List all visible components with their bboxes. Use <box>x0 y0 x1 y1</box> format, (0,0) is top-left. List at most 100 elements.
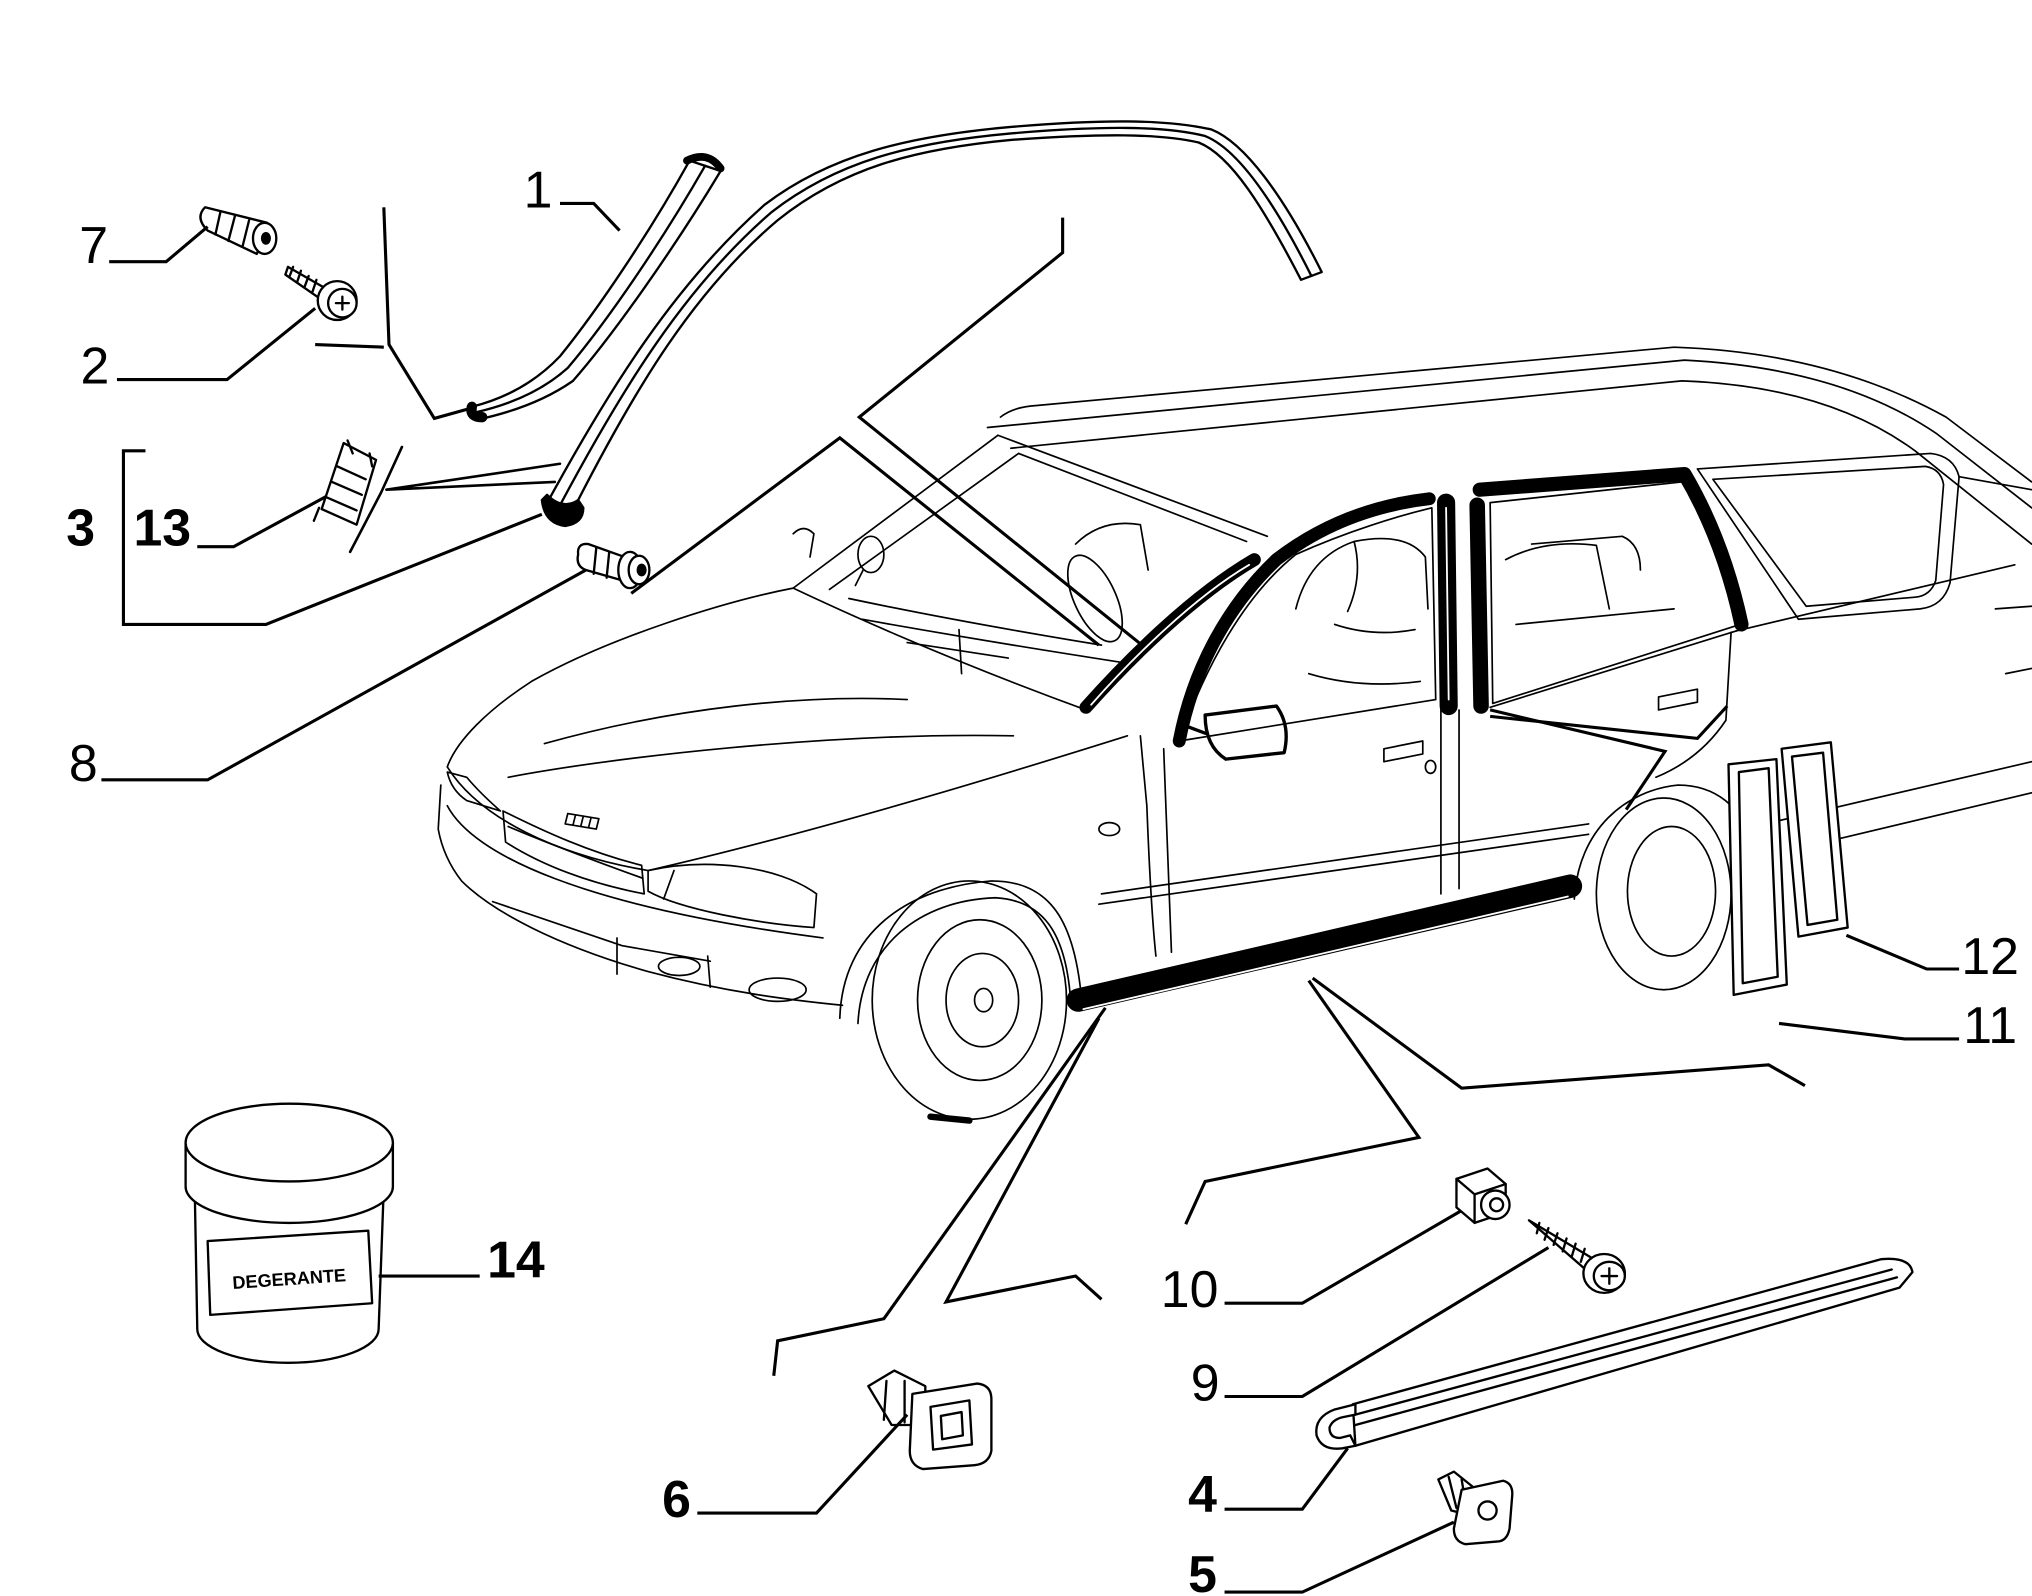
explode-line-part-6-a <box>772 1006 1107 1376</box>
part-5-hole <box>1477 1500 1498 1521</box>
explode-line-part-1-b <box>315 343 384 349</box>
callout-7-label: 7 <box>79 216 108 274</box>
part-14-jar-lid-top <box>184 1102 395 1183</box>
part-4-drawing <box>1315 1257 1914 1450</box>
car-front-hub <box>973 987 994 1013</box>
car-fog-light-right <box>748 977 807 1003</box>
car-left-mirror-mount <box>792 527 864 587</box>
explode-line-part-1 <box>382 207 468 421</box>
car-roof-outline <box>986 359 2032 509</box>
part-9-thread <box>1535 1221 1586 1263</box>
callout-leaders <box>101 201 1960 1594</box>
callout-3-bracket <box>121 449 543 626</box>
part-1-top-cap <box>683 152 725 173</box>
car-beltline <box>1178 630 1738 742</box>
car-b-pillar-strip-front-inner <box>1445 506 1450 701</box>
car-front-door-handle <box>1383 740 1424 763</box>
part-8-ribs <box>592 546 611 579</box>
car-front-seat <box>1074 522 1429 685</box>
car-side-marker <box>1098 821 1121 837</box>
part-7-ribs <box>214 209 251 248</box>
car-grille <box>502 810 646 895</box>
car-front-tire <box>871 880 1068 1121</box>
part-2-thread <box>288 265 318 293</box>
callout-11-leader <box>1778 1021 1960 1041</box>
part-3-end-cap <box>540 493 585 528</box>
car-roof-edge <box>1009 380 2032 545</box>
callout-10-leader <box>1224 1209 1462 1305</box>
part-7-hole <box>260 232 271 245</box>
callout-4-label: 4 <box>1188 1465 1217 1523</box>
car-front-wheel-arch <box>838 880 1083 1025</box>
part-6-square-inner <box>939 1410 965 1441</box>
car-hood-front-edge <box>446 766 649 872</box>
car-side-molding <box>1098 823 1590 906</box>
car-rear-door <box>1655 631 1732 779</box>
part-3-body <box>543 120 1323 509</box>
explode-line-part-4-a <box>1184 979 1422 1225</box>
part-14-jar: DEGERANTE <box>184 1102 395 1364</box>
part-7-drawing <box>199 206 278 256</box>
part-12-body <box>1780 741 1849 938</box>
callout-5-label: 5 <box>1188 1545 1217 1596</box>
part-10-drawing <box>1455 1167 1511 1225</box>
car-front-rim-inner <box>945 952 1020 1048</box>
part-1-drawing <box>466 152 725 423</box>
part-5-drawing <box>1437 1470 1514 1546</box>
car-drawing <box>437 346 2032 1121</box>
part-11-inner <box>1737 767 1779 985</box>
callout-4-leader <box>1224 1447 1349 1511</box>
part-4-face-lines <box>1354 1268 1899 1427</box>
car-a-pillar-strip-outer-inner <box>1090 563 1251 706</box>
explode-line-part-6-b <box>943 1017 1103 1305</box>
part-11-body <box>1727 757 1788 997</box>
callout-2-label: 2 <box>81 336 110 394</box>
part-1-inner-line <box>475 164 707 414</box>
part-9-drawing <box>1527 1219 1627 1295</box>
callout-12-label: 12 <box>1961 927 2019 985</box>
car-hood-crease <box>507 697 1015 779</box>
callout-13-leader <box>197 494 328 549</box>
car-hood-left-edge <box>446 587 795 768</box>
callout-11-label: 11 <box>1963 996 2017 1054</box>
part-10-edges <box>1455 1177 1507 1225</box>
part-12-drawing <box>1780 741 1849 938</box>
explode-line-part-4-b <box>1311 976 1806 1090</box>
car-rear-quarter-glass <box>1696 452 1960 621</box>
explode-line-part-8 <box>630 435 1100 647</box>
car-rear-seat <box>1504 535 1675 626</box>
part-2-drawing <box>284 265 358 322</box>
car-dashboard <box>848 597 1129 675</box>
part-4-body <box>1351 1257 1914 1447</box>
car-fog-light-left <box>657 956 701 977</box>
part-8-drawing <box>576 542 651 590</box>
car-roof-rear-strip <box>1472 467 1749 632</box>
car-hood-right-edge <box>647 734 1129 872</box>
car-a-pillar-strip-inner <box>1172 492 1436 748</box>
callout-1-leader <box>560 201 621 232</box>
car-left-headlight <box>446 771 502 812</box>
callout-6-leader <box>697 1413 909 1515</box>
explode-lines <box>315 207 1806 1376</box>
part-13-drawing <box>312 439 562 554</box>
car-front-bumper <box>437 784 844 1007</box>
part-8-hole <box>636 563 647 577</box>
car-left-mirror <box>857 535 885 574</box>
car-sill-strip-inner <box>1082 895 1569 1011</box>
car-front-door-glass <box>1178 506 1437 742</box>
car-sill-strip <box>1066 874 1583 1012</box>
part-13-guide-lines <box>348 445 562 554</box>
callout-6-label: 6 <box>662 1470 691 1528</box>
callout-13-label: 13 <box>133 498 191 556</box>
car-windshield <box>792 434 1269 711</box>
part-11-drawing <box>1727 757 1788 997</box>
callout-3-label: 3 <box>66 498 95 556</box>
callout-labels: 1 7 2 3 13 8 14 6 10 9 4 5 12 11 <box>66 160 2019 1596</box>
car-roof-rail <box>999 346 2032 483</box>
part-3-center-line <box>558 126 1313 507</box>
callout-7-leader <box>109 225 209 264</box>
car-rear-quarter <box>1735 475 2032 846</box>
callout-14-label: 14 <box>487 1230 545 1288</box>
car-highlighted-parts <box>927 467 1749 1124</box>
